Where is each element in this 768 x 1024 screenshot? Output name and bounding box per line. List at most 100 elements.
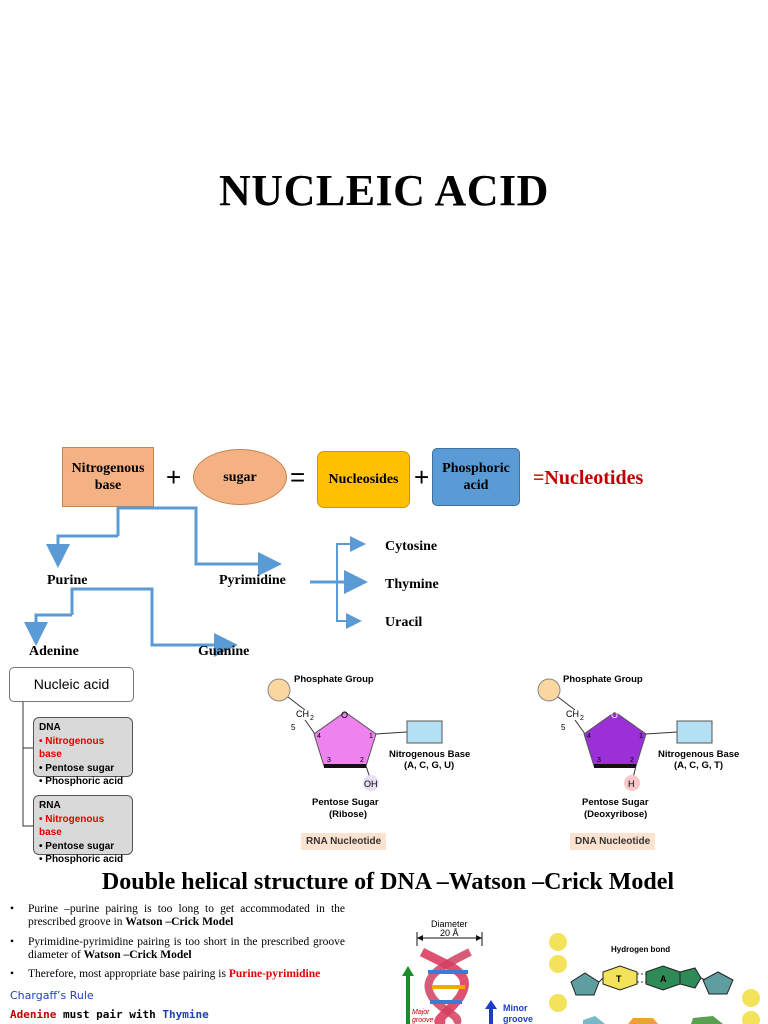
rna-item-pentose-sugar: Pentose sugar <box>39 840 127 854</box>
chargaff-adenine: Adenine <box>10 1008 57 1021</box>
chargaff-rule-title: Chargaff’s Rule <box>10 989 94 1002</box>
dna-base-letters: (A, C, G, T) <box>674 760 724 771</box>
rna-sugar-name: (Ribose) <box>329 809 367 820</box>
right-sugar-pentagon <box>702 971 734 995</box>
svg-text:Minor: Minor <box>503 1003 528 1013</box>
dna-helix-figure: Diameter 20 Å Major groove Minor groove <box>402 919 533 1024</box>
svg-text:3: 3 <box>327 757 331 764</box>
left-sugar-pentagon <box>570 972 600 996</box>
svg-text:A: A <box>660 974 667 984</box>
dna-nucleotide-label: DNA Nucleotide <box>570 833 656 850</box>
nucleotides-result-text: =Nucleotides <box>533 467 644 489</box>
nucleotides-result: =Nucleotides <box>533 467 643 490</box>
svg-text:O: O <box>611 710 618 720</box>
plus-sign-2: + <box>414 462 430 492</box>
rna-sugar-title: Pentose Sugar <box>312 797 379 808</box>
bullet-purine-pyrimidine: • Therefore, most appropriate base pairi… <box>10 968 321 980</box>
rna-nucleotide-diagram: CH 2 5 O 4 1 3 2 OH <box>267 678 443 791</box>
classification-arrows <box>24 506 368 657</box>
arrow-to-uracil <box>336 582 362 629</box>
svg-text:3: 3 <box>597 757 601 764</box>
svg-text:Major: Major <box>412 1009 430 1016</box>
svg-text:O: O <box>341 710 348 720</box>
bullet-mark: • <box>10 903 15 915</box>
arrow-to-purine <box>46 534 118 568</box>
bullet-mark: • <box>10 936 15 948</box>
svg-text:2: 2 <box>580 715 584 722</box>
rna-components-box: RNA Nitrogenous base Pentose sugar Phosp… <box>33 795 133 865</box>
arrow-to-pyrimidine <box>116 506 282 576</box>
svg-text:groove: groove <box>412 1017 434 1024</box>
dna-phosphate-circle <box>537 678 561 702</box>
chargaff-thymine: Thymine <box>162 1008 209 1021</box>
svg-text:4: 4 <box>317 733 321 740</box>
rna-ribose-ring <box>313 711 377 767</box>
equals-sign-1: = <box>290 462 306 492</box>
svg-text:20 Å: 20 Å <box>440 928 459 938</box>
dna-item-nitrogenous-base: Nitrogenous base <box>39 735 127 762</box>
plus-sign-1: + <box>166 462 182 492</box>
rna-ch2: CH <box>296 709 309 719</box>
phosphoric-acid-label: Phosphoric acid <box>442 461 510 493</box>
thymine-label: Thymine <box>385 577 439 592</box>
dna-sugar-name: (Deoxyribose) <box>584 809 648 820</box>
rna-phosphate-label: Phosphate Group <box>294 674 374 685</box>
nucleic-acid-root-label: Nucleic acid <box>33 676 110 692</box>
bullet-purine-purine: • Purine –purine pairing is too long to … <box>10 903 345 928</box>
sugar-label: sugar <box>223 469 257 485</box>
dna-box-title: DNA <box>39 722 61 733</box>
svg-text:groove: groove <box>503 1014 533 1024</box>
dna-phosphate-label: Phosphate Group <box>563 674 643 685</box>
svg-text:5: 5 <box>561 723 566 732</box>
chargaff-rule-line: Adenine must pair with Thymine <box>10 1008 209 1021</box>
svg-text:4: 4 <box>587 733 591 740</box>
rna-item-nitrogenous-base: Nitrogenous base <box>39 813 127 840</box>
svg-text:2: 2 <box>310 715 314 722</box>
nucleic-acid-root-box: Nucleic acid <box>9 667 134 702</box>
svg-text:5: 5 <box>291 723 296 732</box>
tree-connectors <box>22 702 33 827</box>
bullet-pyrimidine-pyrimidine: • Pyrimidine-pyrimidine pairing is too s… <box>10 936 345 961</box>
cytosine-label: Cytosine <box>385 539 438 554</box>
rna-phosphate-circle <box>267 678 291 702</box>
thymine-ring <box>602 965 638 991</box>
arrow-to-cytosine <box>336 536 366 582</box>
dna-nucleotide-diagram: CH 2 5 O 4 1 3 2 H <box>537 678 713 791</box>
svg-text:2: 2 <box>630 757 634 764</box>
nitrogenous-base-box: Nitrogenous base <box>62 447 154 507</box>
uracil-label: Uracil <box>385 615 423 630</box>
dna-components-box: DNA Nitrogenous base Pentose sugar Phosp… <box>33 717 133 787</box>
dna-item-pentose-sugar: Pentose sugar <box>39 762 127 776</box>
svg-text:2: 2 <box>360 757 364 764</box>
purine-label: Purine <box>47 573 88 588</box>
rna-base-title: Nitrogenous Base <box>389 749 471 760</box>
dna-sugar-title: Pentose Sugar <box>582 797 649 808</box>
dna-h: H <box>628 779 635 789</box>
double-helix-heading: Double helical structure of DNA –Watson … <box>101 869 675 895</box>
svg-text:Hydrogen bond: Hydrogen bond <box>611 945 670 954</box>
rna-oh: OH <box>364 779 378 789</box>
nucleosides-box: Nucleosides <box>317 451 410 508</box>
adenine-label: Adenine <box>29 644 79 659</box>
rna-base-rect <box>406 720 443 744</box>
rna-base-letters: (A, C, G, U) <box>404 760 455 771</box>
dna-base-rect <box>676 720 713 744</box>
nucleosides-label: Nucleosides <box>328 472 399 487</box>
dna-item-phosphoric-acid: Phosphoric acid <box>39 775 127 789</box>
pyrimidine-label: Pyrimidine <box>219 573 286 588</box>
guanine-label: Guanine <box>198 644 250 659</box>
rna-nucleotide-label: RNA Nucleotide <box>301 833 387 850</box>
arrow-to-adenine <box>24 613 72 646</box>
hydrogen-bond-figure: Hydrogen bond T A <box>549 933 760 1024</box>
svg-text:1: 1 <box>369 733 373 740</box>
rna-item-phosphoric-acid: Phosphoric acid <box>39 853 127 867</box>
svg-text:CH: CH <box>566 709 579 719</box>
nitrogenous-base-label: Nitrogenous base <box>71 461 145 493</box>
phosphoric-acid-box: Phosphoric acid <box>432 448 520 506</box>
svg-text:T: T <box>616 974 622 984</box>
svg-text:1: 1 <box>639 733 643 740</box>
rna-box-title: RNA <box>39 800 61 811</box>
svg-text:Diameter: Diameter <box>431 919 468 929</box>
bullet-mark: • <box>10 968 15 980</box>
